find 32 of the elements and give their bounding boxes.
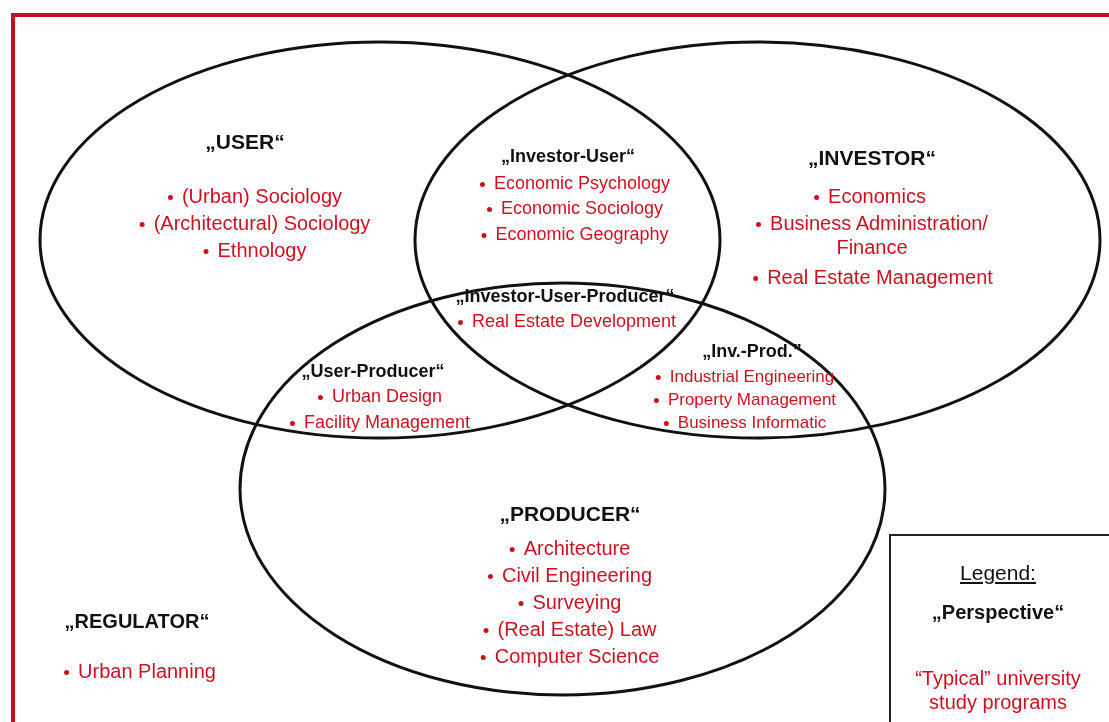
study-program-item: Real Estate Development: [457, 311, 677, 333]
legend-perspective-sample: „Perspective“: [931, 600, 1065, 624]
study-program-item: Architecture: [509, 536, 631, 560]
perspective-heading: „Investor-User“: [501, 146, 635, 168]
study-program-item: (Real Estate) Law: [483, 617, 657, 641]
perspective-heading: „USER“: [205, 129, 285, 155]
perspective-heading: „INVESTOR“: [808, 145, 936, 171]
study-program-item: Real Estate Management: [753, 265, 993, 289]
study-program-item: Urban Planning: [64, 659, 216, 683]
study-program-item: (Urban) Sociology: [167, 184, 343, 208]
study-program-item: Economic Sociology: [486, 198, 664, 220]
study-program-item: Industrial Engineering: [655, 366, 835, 388]
study-program-item: Facility Management: [289, 412, 471, 434]
study-program-item: Business Administration/ Finance: [722, 211, 1022, 259]
study-program-item: Economic Psychology: [479, 173, 671, 195]
study-program-item: Economics: [814, 184, 926, 208]
study-program-item: Economic Geography: [481, 224, 669, 246]
perspective-heading: „User-Producer“: [301, 361, 445, 383]
study-program-item: Urban Design: [317, 386, 443, 408]
perspective-heading: „Inv.-Prod.”: [702, 341, 802, 363]
perspective-heading: „Investor-User-Producer“: [455, 286, 675, 308]
study-program-item: Computer Science: [480, 644, 660, 668]
legend-programs-sample: “Typical” university study programs: [914, 666, 1082, 714]
study-program-item: Ethnology: [203, 238, 307, 262]
perspective-heading: „PRODUCER“: [499, 501, 641, 527]
study-program-item: Property Management: [653, 389, 837, 411]
study-program-item: (Architectural) Sociology: [139, 211, 371, 235]
study-program-item: Civil Engineering: [487, 563, 653, 587]
perspective-heading: „REGULATOR“: [64, 609, 210, 633]
legend-title: Legend:: [960, 560, 1036, 586]
study-program-item: Surveying: [518, 590, 622, 614]
study-program-item: Business Informatic: [663, 412, 827, 434]
